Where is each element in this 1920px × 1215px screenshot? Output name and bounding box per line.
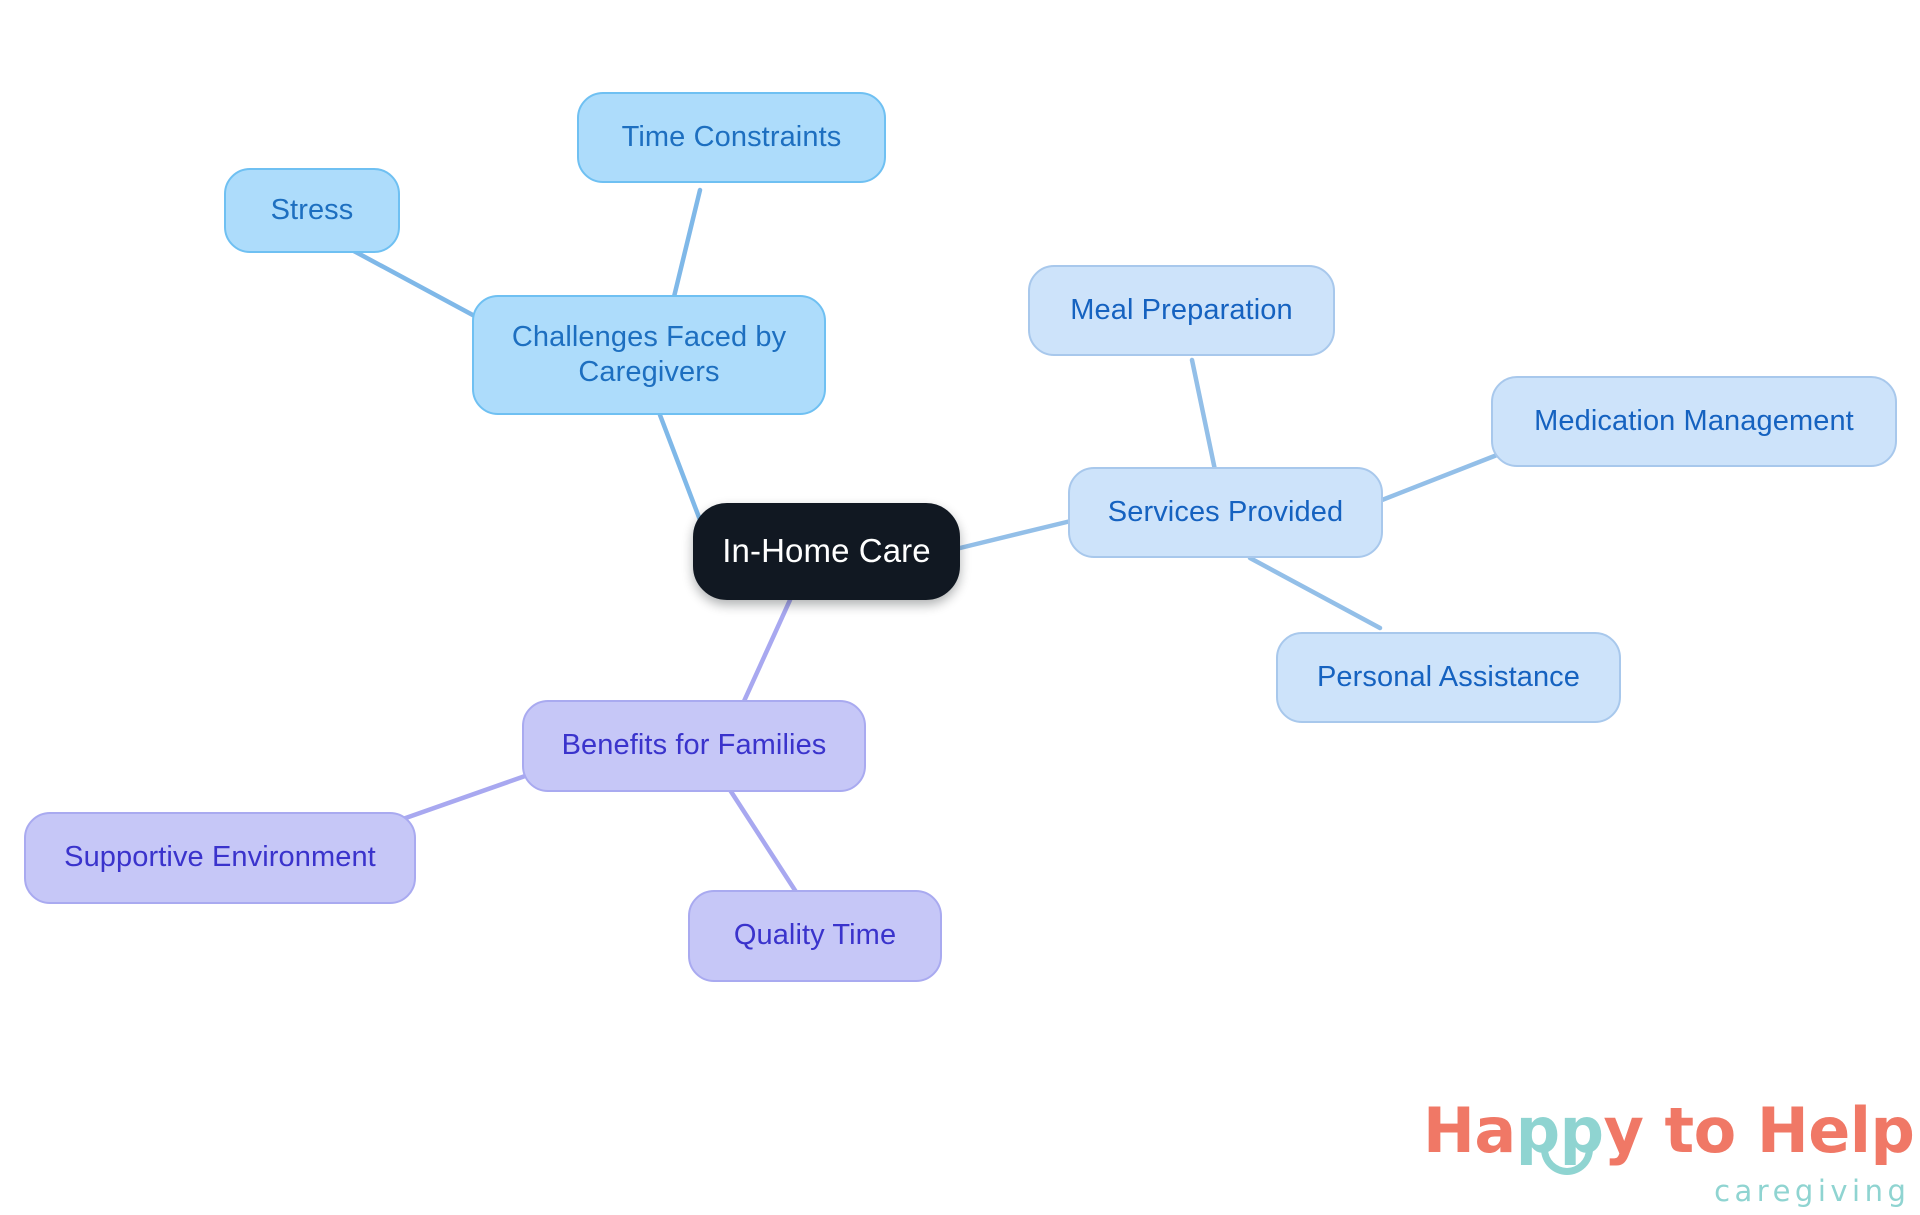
node-stress[interactable]: Stress <box>224 168 400 253</box>
edge-root-to-challenges <box>657 412 703 523</box>
node-services-provided[interactable]: Services Provided <box>1068 467 1383 558</box>
edge-benefits-to-supportive-environment <box>397 772 531 823</box>
edge-services-to-meal-preparation <box>1189 357 1218 473</box>
edge-root-to-services <box>957 517 1078 551</box>
edge-challenges-to-stress <box>349 247 485 323</box>
logo-text-ha: Ha <box>1423 1094 1516 1167</box>
node-benefits-for-families[interactable]: Benefits for Families <box>522 700 866 792</box>
node-medication-management[interactable]: Medication Management <box>1491 376 1897 467</box>
logo-wordmark: Happy to Help <box>1423 1100 1915 1175</box>
node-time-constraints[interactable]: Time Constraints <box>577 92 886 183</box>
logo-smile-icon <box>1541 1148 1593 1175</box>
node-supportive-environment[interactable]: Supportive Environment <box>24 812 416 904</box>
node-personal-assistance[interactable]: Personal Assistance <box>1276 632 1621 723</box>
node-quality-time[interactable]: Quality Time <box>688 890 942 982</box>
node-meal-preparation[interactable]: Meal Preparation <box>1028 265 1335 356</box>
edge-services-to-medication-management <box>1379 452 1500 503</box>
edge-root-to-benefits <box>737 597 793 713</box>
edge-benefits-to-quality-time <box>727 787 803 901</box>
node-challenges-faced-by-caregivers[interactable]: Challenges Faced by Caregivers <box>472 295 826 415</box>
logo-tagline: caregiving <box>1714 1174 1911 1208</box>
logo-text-y-to-help: y to Help <box>1603 1094 1915 1167</box>
node-in-home-care[interactable]: In-Home Care <box>693 503 960 600</box>
edge-challenges-to-time-constraints <box>669 187 703 308</box>
brand-logo: Happy to Help caregiving <box>1423 1100 1915 1209</box>
edge-services-to-personal-assistance <box>1247 555 1383 631</box>
